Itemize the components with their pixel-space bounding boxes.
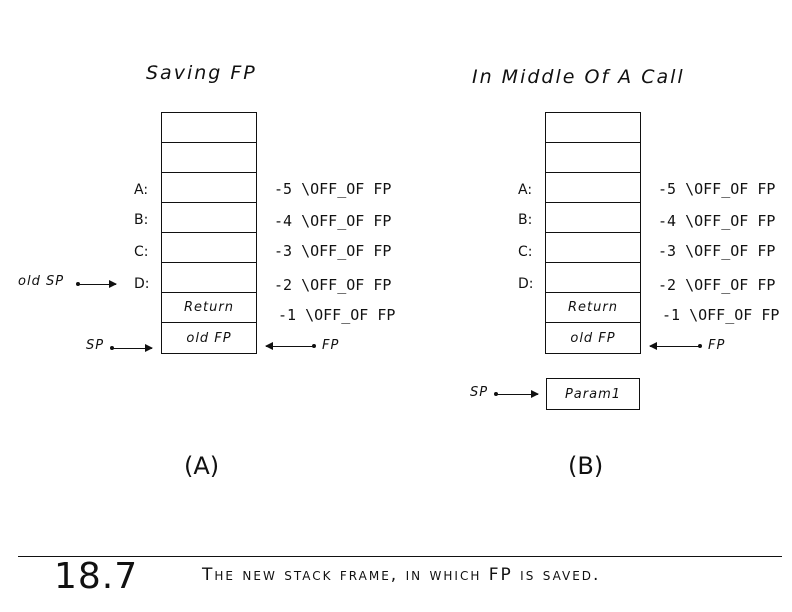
offset-label: -3 \OFF_OF FP — [658, 242, 776, 260]
diagram-a-title: Saving FP — [146, 62, 257, 84]
stack-cell-a — [162, 173, 256, 203]
stack-cell-return: Return — [546, 293, 640, 323]
row-label-a: A: — [518, 182, 533, 198]
offset-label: -4 \OFF_OF FP — [658, 212, 776, 230]
old-sp-arrow — [76, 280, 117, 288]
sp-arrow — [494, 390, 539, 398]
offset-label: -1 \OFF_OF FP — [278, 306, 396, 324]
row-label-c: C: — [134, 244, 149, 260]
stack-cell-c — [162, 233, 256, 263]
stack-cell — [546, 113, 640, 143]
offset-label: -5 \OFF_OF FP — [658, 180, 776, 198]
diagram-b-label: (B) — [568, 452, 604, 480]
offset-label: -1 \OFF_OF FP — [662, 306, 780, 324]
row-label-b: B: — [134, 212, 149, 228]
row-label-a: A: — [134, 182, 149, 198]
stack-cell-c — [546, 233, 640, 263]
fp-label: FP — [708, 338, 726, 353]
stack-cell-b — [162, 203, 256, 233]
diagram-a-stack-frame: Return old FP — [161, 112, 257, 354]
stack-cell-old-fp: old FP — [186, 330, 232, 346]
offset-label: -2 \OFF_OF FP — [274, 276, 392, 294]
diagram-b-stack-frame: Return old FP — [545, 112, 641, 354]
offset-label: -3 \OFF_OF FP — [274, 242, 392, 260]
offset-label: -5 \OFF_OF FP — [274, 180, 392, 198]
stack-cell-return: Return — [162, 293, 256, 323]
sp-label: SP — [86, 338, 105, 353]
diagram-b-title: In Middle Of A Call — [472, 66, 685, 88]
offset-label: -2 \OFF_OF FP — [658, 276, 776, 294]
stack-cell-old-fp: old FP — [570, 330, 616, 346]
fp-arrow — [265, 342, 316, 350]
fp-label: FP — [322, 338, 340, 353]
stack-cell — [162, 113, 256, 143]
stack-cell-b — [546, 203, 640, 233]
sp-arrow — [110, 344, 153, 352]
old-sp-label: old SP — [18, 274, 65, 289]
stack-cell-d — [546, 263, 640, 293]
row-label-d: D: — [134, 276, 150, 292]
offset-label: -4 \OFF_OF FP — [274, 212, 392, 230]
fp-arrow — [649, 342, 702, 350]
figure-number: 18.7 — [54, 556, 139, 597]
stack-cell — [162, 143, 256, 173]
stack-cell-a — [546, 173, 640, 203]
param1-cell: Param1 — [546, 378, 640, 410]
stack-cell — [546, 143, 640, 173]
stack-cell-d — [162, 263, 256, 293]
row-label-c: C: — [518, 244, 533, 260]
caption-divider — [18, 556, 782, 557]
row-label-d: D: — [518, 276, 534, 292]
diagram-a-label: (A) — [184, 452, 220, 480]
sp-label: SP — [470, 385, 489, 400]
figure-caption: The new stack frame, in which FP is save… — [202, 565, 601, 585]
row-label-b: B: — [518, 212, 533, 228]
